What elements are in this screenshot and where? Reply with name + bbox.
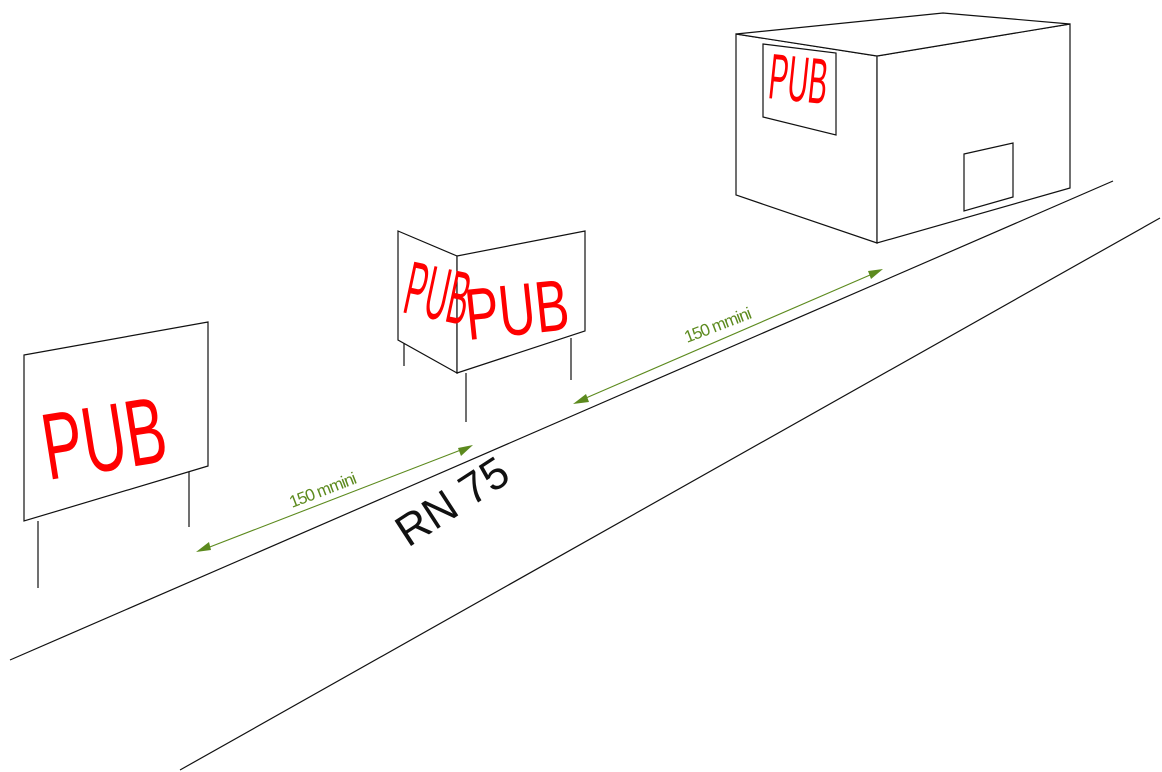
road-edge-near	[9, 180, 1114, 661]
distance-right-arrow-end	[868, 269, 883, 279]
building-sign-panel	[762, 43, 837, 136]
building-sign-text: PUB	[766, 40, 832, 118]
billboard-left: PUB	[23, 321, 209, 588]
road-edge-far	[179, 217, 1161, 771]
distance-right-line	[578, 271, 878, 402]
building-roof	[735, 12, 1071, 57]
distance-left-label: 150 mmini	[287, 469, 359, 512]
distance-left-line	[201, 447, 467, 551]
road-label: RN 75	[387, 447, 518, 556]
double-sign-front-panel	[456, 230, 586, 374]
building-side-face	[876, 23, 1071, 244]
double-sign: PUB PUB	[397, 230, 586, 422]
distance-right: 150 mmini	[573, 269, 883, 404]
billboard-left-panel	[23, 321, 209, 522]
building-door	[963, 142, 1014, 212]
distance-right-label: 150 mmini	[682, 304, 754, 347]
distance-left-arrow-end	[458, 445, 473, 456]
distance-left-arrow-start	[196, 542, 211, 552]
distance-right-arrow-start	[573, 394, 589, 404]
double-sign-front-text: PUB	[461, 264, 573, 356]
billboard-left-text: PUB	[35, 376, 174, 500]
building: PUB	[735, 12, 1071, 244]
